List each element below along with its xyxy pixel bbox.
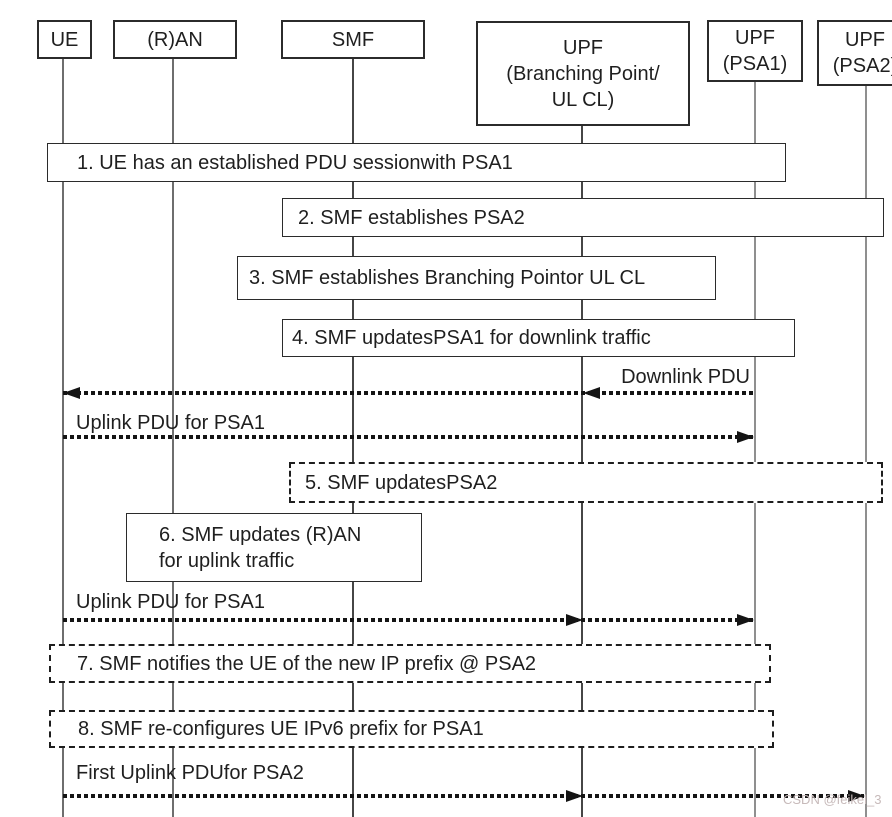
actor-upf-psa1: UPF (PSA1) <box>707 20 803 82</box>
actor-upf-psa1-label-line1: UPF <box>735 27 775 49</box>
watermark: CSDN @feikel_3 <box>783 792 882 807</box>
actor-ran-label: (R)AN <box>147 28 203 51</box>
step-2-label: 2. SMF establishes PSA2 <box>298 206 525 229</box>
arrow-uplink-pdu-2 <box>63 618 753 622</box>
step-1-label: 1. UE has an established PDU sessionwith… <box>77 151 513 174</box>
arrow-downlink-pdu <box>63 391 755 395</box>
actor-smf: SMF <box>281 20 425 59</box>
step-7-box: 7. SMF notifies the UE of the new IP pre… <box>49 644 771 683</box>
arrowhead-downlink-at-bp <box>583 387 600 399</box>
step-3-box: 3. SMF establishes Branching Pointor UL … <box>237 256 716 300</box>
lifeline-upf-psa2 <box>865 86 867 817</box>
step-5-label: 5. SMF updatesPSA2 <box>305 471 498 494</box>
arrowhead-downlink-at-ue <box>63 387 80 399</box>
step-6-box: 6. SMF updates (R)AN for uplink traffic <box>126 513 422 582</box>
step-2-box: 2. SMF establishes PSA2 <box>282 198 884 237</box>
actor-upf-psa1-label-line2: (PSA1) <box>722 53 788 75</box>
arrowhead-uplink-2-at-bp <box>566 614 583 626</box>
step-1-box: 1. UE has an established PDU sessionwith… <box>47 143 786 182</box>
actor-ue-label: UE <box>50 28 79 51</box>
actor-upf-bp-label-line3: UL CL) <box>551 88 615 111</box>
lifeline-upf-psa1 <box>754 81 756 817</box>
actor-smf-label: SMF <box>331 28 375 51</box>
arrowhead-uplink-2-at-psa1 <box>737 614 754 626</box>
arrowhead-first-uplink-at-psa2 <box>848 790 865 802</box>
message-uplink-pdu-2-label: Uplink PDU for PSA1 <box>76 591 265 613</box>
actor-upf-psa2: UPF (PSA2) <box>817 20 892 86</box>
actor-upf-psa2-label-line2: (PSA2) <box>832 55 892 77</box>
step-4-box: 4. SMF updatesPSA1 for downlink traffic <box>282 319 795 357</box>
step-4-label: 4. SMF updatesPSA1 for downlink traffic <box>292 327 651 349</box>
step-5-box: 5. SMF updatesPSA2 <box>289 462 883 503</box>
step-6-label-line2: for uplink traffic <box>159 549 295 572</box>
arrowhead-uplink-1-at-psa1 <box>737 431 754 443</box>
actor-upf-psa2-label-line1: UPF <box>845 29 885 51</box>
actor-upf-bp: UPF (Branching Point/ UL CL) <box>476 21 690 126</box>
step-8-box: 8. SMF re-configures UE IPv6 prefix for … <box>49 710 774 748</box>
message-uplink-pdu-1-label: Uplink PDU for PSA1 <box>76 412 265 434</box>
arrowhead-first-uplink-at-bp <box>566 790 583 802</box>
step-7-label: 7. SMF notifies the UE of the new IP pre… <box>77 652 537 675</box>
actor-upf-bp-label-line2: (Branching Point/ <box>506 62 660 85</box>
arrow-uplink-pdu-1 <box>63 435 753 439</box>
step-8-label: 8. SMF re-configures UE IPv6 prefix for … <box>78 718 484 740</box>
step-3-label: 3. SMF establishes Branching Pointor UL … <box>249 267 646 289</box>
step-6-label-line1: 6. SMF updates (R)AN <box>159 523 362 546</box>
message-downlink-pdu-label: Downlink PDU <box>621 366 750 388</box>
actor-ue: UE <box>37 20 92 59</box>
actor-upf-bp-label-line1: UPF <box>563 36 603 59</box>
message-first-uplink-pdu-label: First Uplink PDUfor PSA2 <box>76 762 304 784</box>
arrow-first-uplink-pdu <box>63 794 864 798</box>
actor-ran: (R)AN <box>113 20 237 59</box>
